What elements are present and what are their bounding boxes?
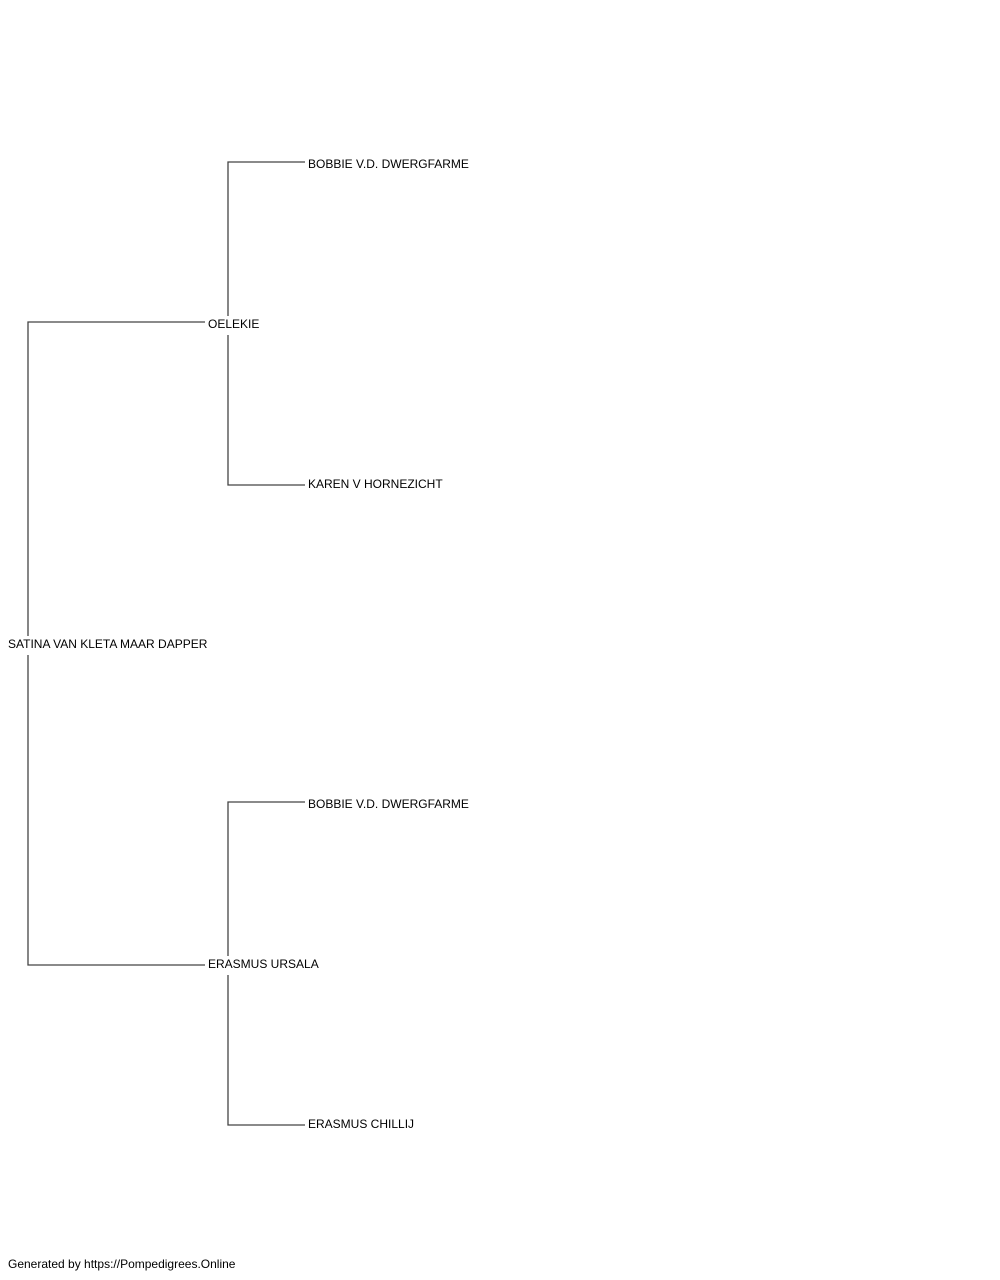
connector-sire-to-sire-sire: [227, 161, 305, 316]
sire-dam-name: KAREN V HORNEZICHT: [308, 477, 443, 491]
dam-dam-name: ERASMUS CHILLIJ: [308, 1117, 415, 1131]
sire-sire-name: BOBBIE V.D. DWERGFARME: [308, 157, 469, 171]
connector-dam-to-dam-sire: [227, 801, 305, 956]
dam-sire-name: BOBBIE V.D. DWERGFARME: [308, 797, 469, 811]
connector-subject-to-sire: [27, 321, 205, 636]
subject-name: SATINA VAN KLETA MAAR DAPPER: [8, 637, 208, 651]
dam-name: ERASMUS URSALA: [208, 957, 319, 971]
sire-name: OELEKIE: [208, 317, 260, 331]
connector-sire-to-sire-dam: [227, 335, 305, 486]
connector-dam-to-dam-dam: [227, 975, 305, 1126]
connector-subject-to-dam: [27, 655, 205, 966]
generated-by-footer: Generated by https://Pompedigrees.Online: [8, 1257, 236, 1271]
